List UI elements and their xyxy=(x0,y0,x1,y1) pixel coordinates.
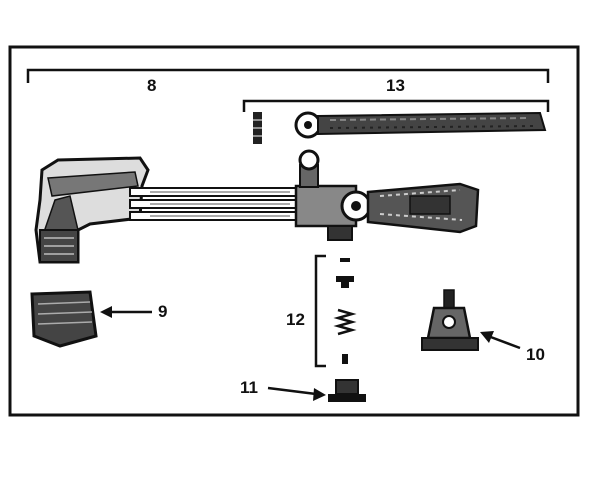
bracket-12 xyxy=(314,254,326,368)
diagram-frame xyxy=(8,45,580,417)
lever-part xyxy=(294,111,547,139)
bracket-13 xyxy=(242,99,550,112)
arrow-10 xyxy=(487,334,521,350)
valve-part-10 xyxy=(421,289,479,351)
cap-part-11 xyxy=(328,379,366,402)
callout-12: 12 xyxy=(286,310,305,329)
callout-9: 9 xyxy=(158,302,168,321)
spring-part-12 xyxy=(333,258,357,364)
bracket-8 xyxy=(26,68,550,83)
callout-11: 11 xyxy=(240,378,258,397)
nut-part-9 xyxy=(30,290,98,348)
callout-8: 8 xyxy=(147,76,157,95)
callout-13: 13 xyxy=(386,76,405,95)
callout-10: 10 xyxy=(526,345,545,364)
torch-body xyxy=(34,149,480,264)
arrow-11 xyxy=(267,386,317,396)
